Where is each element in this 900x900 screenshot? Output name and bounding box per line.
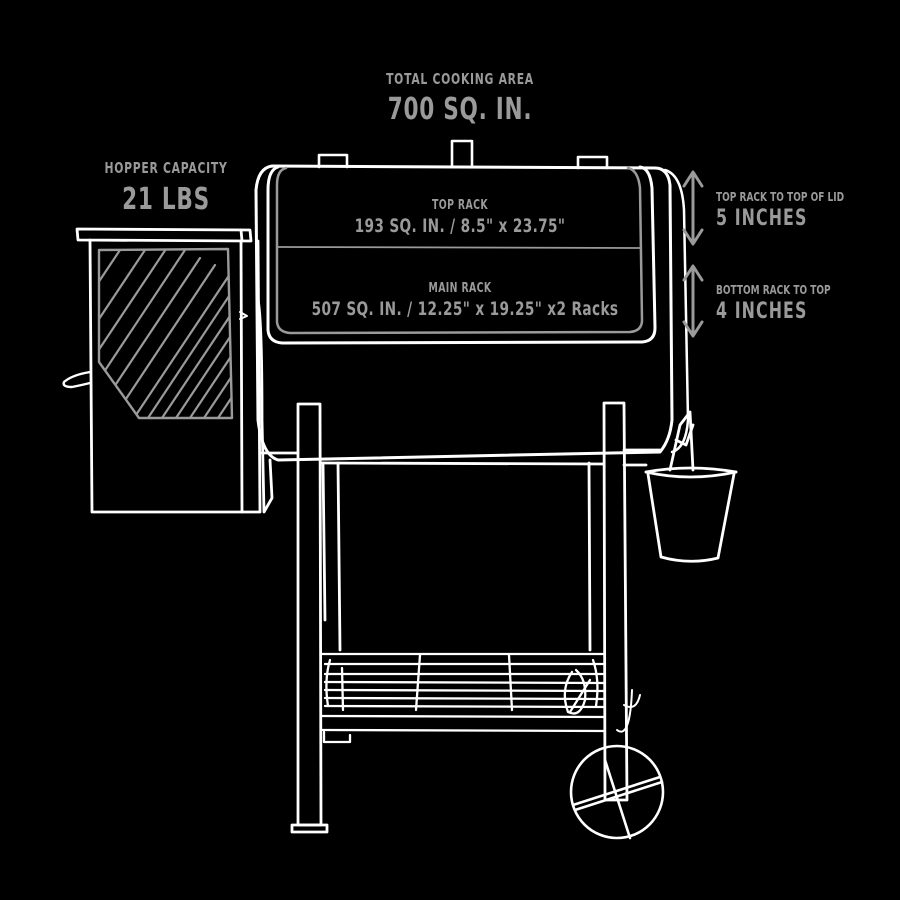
main-rack-value: 507 SQ. IN. / 12.25" x 19.25" x2 Racks bbox=[311, 298, 619, 320]
double-arrow-vertical-icon bbox=[682, 170, 704, 246]
double-arrow-vertical-icon bbox=[682, 264, 704, 338]
lid-vents bbox=[317, 139, 609, 170]
pellet-hopper bbox=[62, 227, 274, 514]
hopper-hatched-window bbox=[97, 247, 234, 420]
bottom-rack-clearance-title: BOTTOM RACK TO TOP bbox=[716, 282, 831, 297]
main-rack-title: MAIN RACK bbox=[428, 281, 492, 296]
cooking-chamber-window bbox=[275, 166, 644, 335]
total-cooking-area-title: TOTAL COOKING AREA bbox=[386, 70, 534, 88]
grill-barrel bbox=[254, 164, 690, 462]
hopper-capacity-value: 21 LBS bbox=[122, 182, 210, 217]
grill-legs bbox=[260, 401, 662, 834]
hopper-capacity-title: HOPPER CAPACITY bbox=[104, 159, 228, 177]
bottom-shelf bbox=[320, 652, 607, 744]
top-rack-title: TOP RACK bbox=[432, 198, 488, 213]
total-cooking-area-value: 700 SQ. IN. bbox=[387, 92, 533, 127]
bottom-rack-clearance-value: 4 INCHES bbox=[716, 299, 808, 324]
top-rack-value: 193 SQ. IN. / 8.5" x 23.75" bbox=[354, 215, 566, 237]
top-rack-clearance-value: 5 INCHES bbox=[716, 206, 808, 231]
wheel bbox=[569, 689, 665, 840]
top-rack-clearance-title: TOP RACK TO TOP OF LID bbox=[716, 189, 845, 204]
grease-bucket bbox=[622, 410, 738, 563]
